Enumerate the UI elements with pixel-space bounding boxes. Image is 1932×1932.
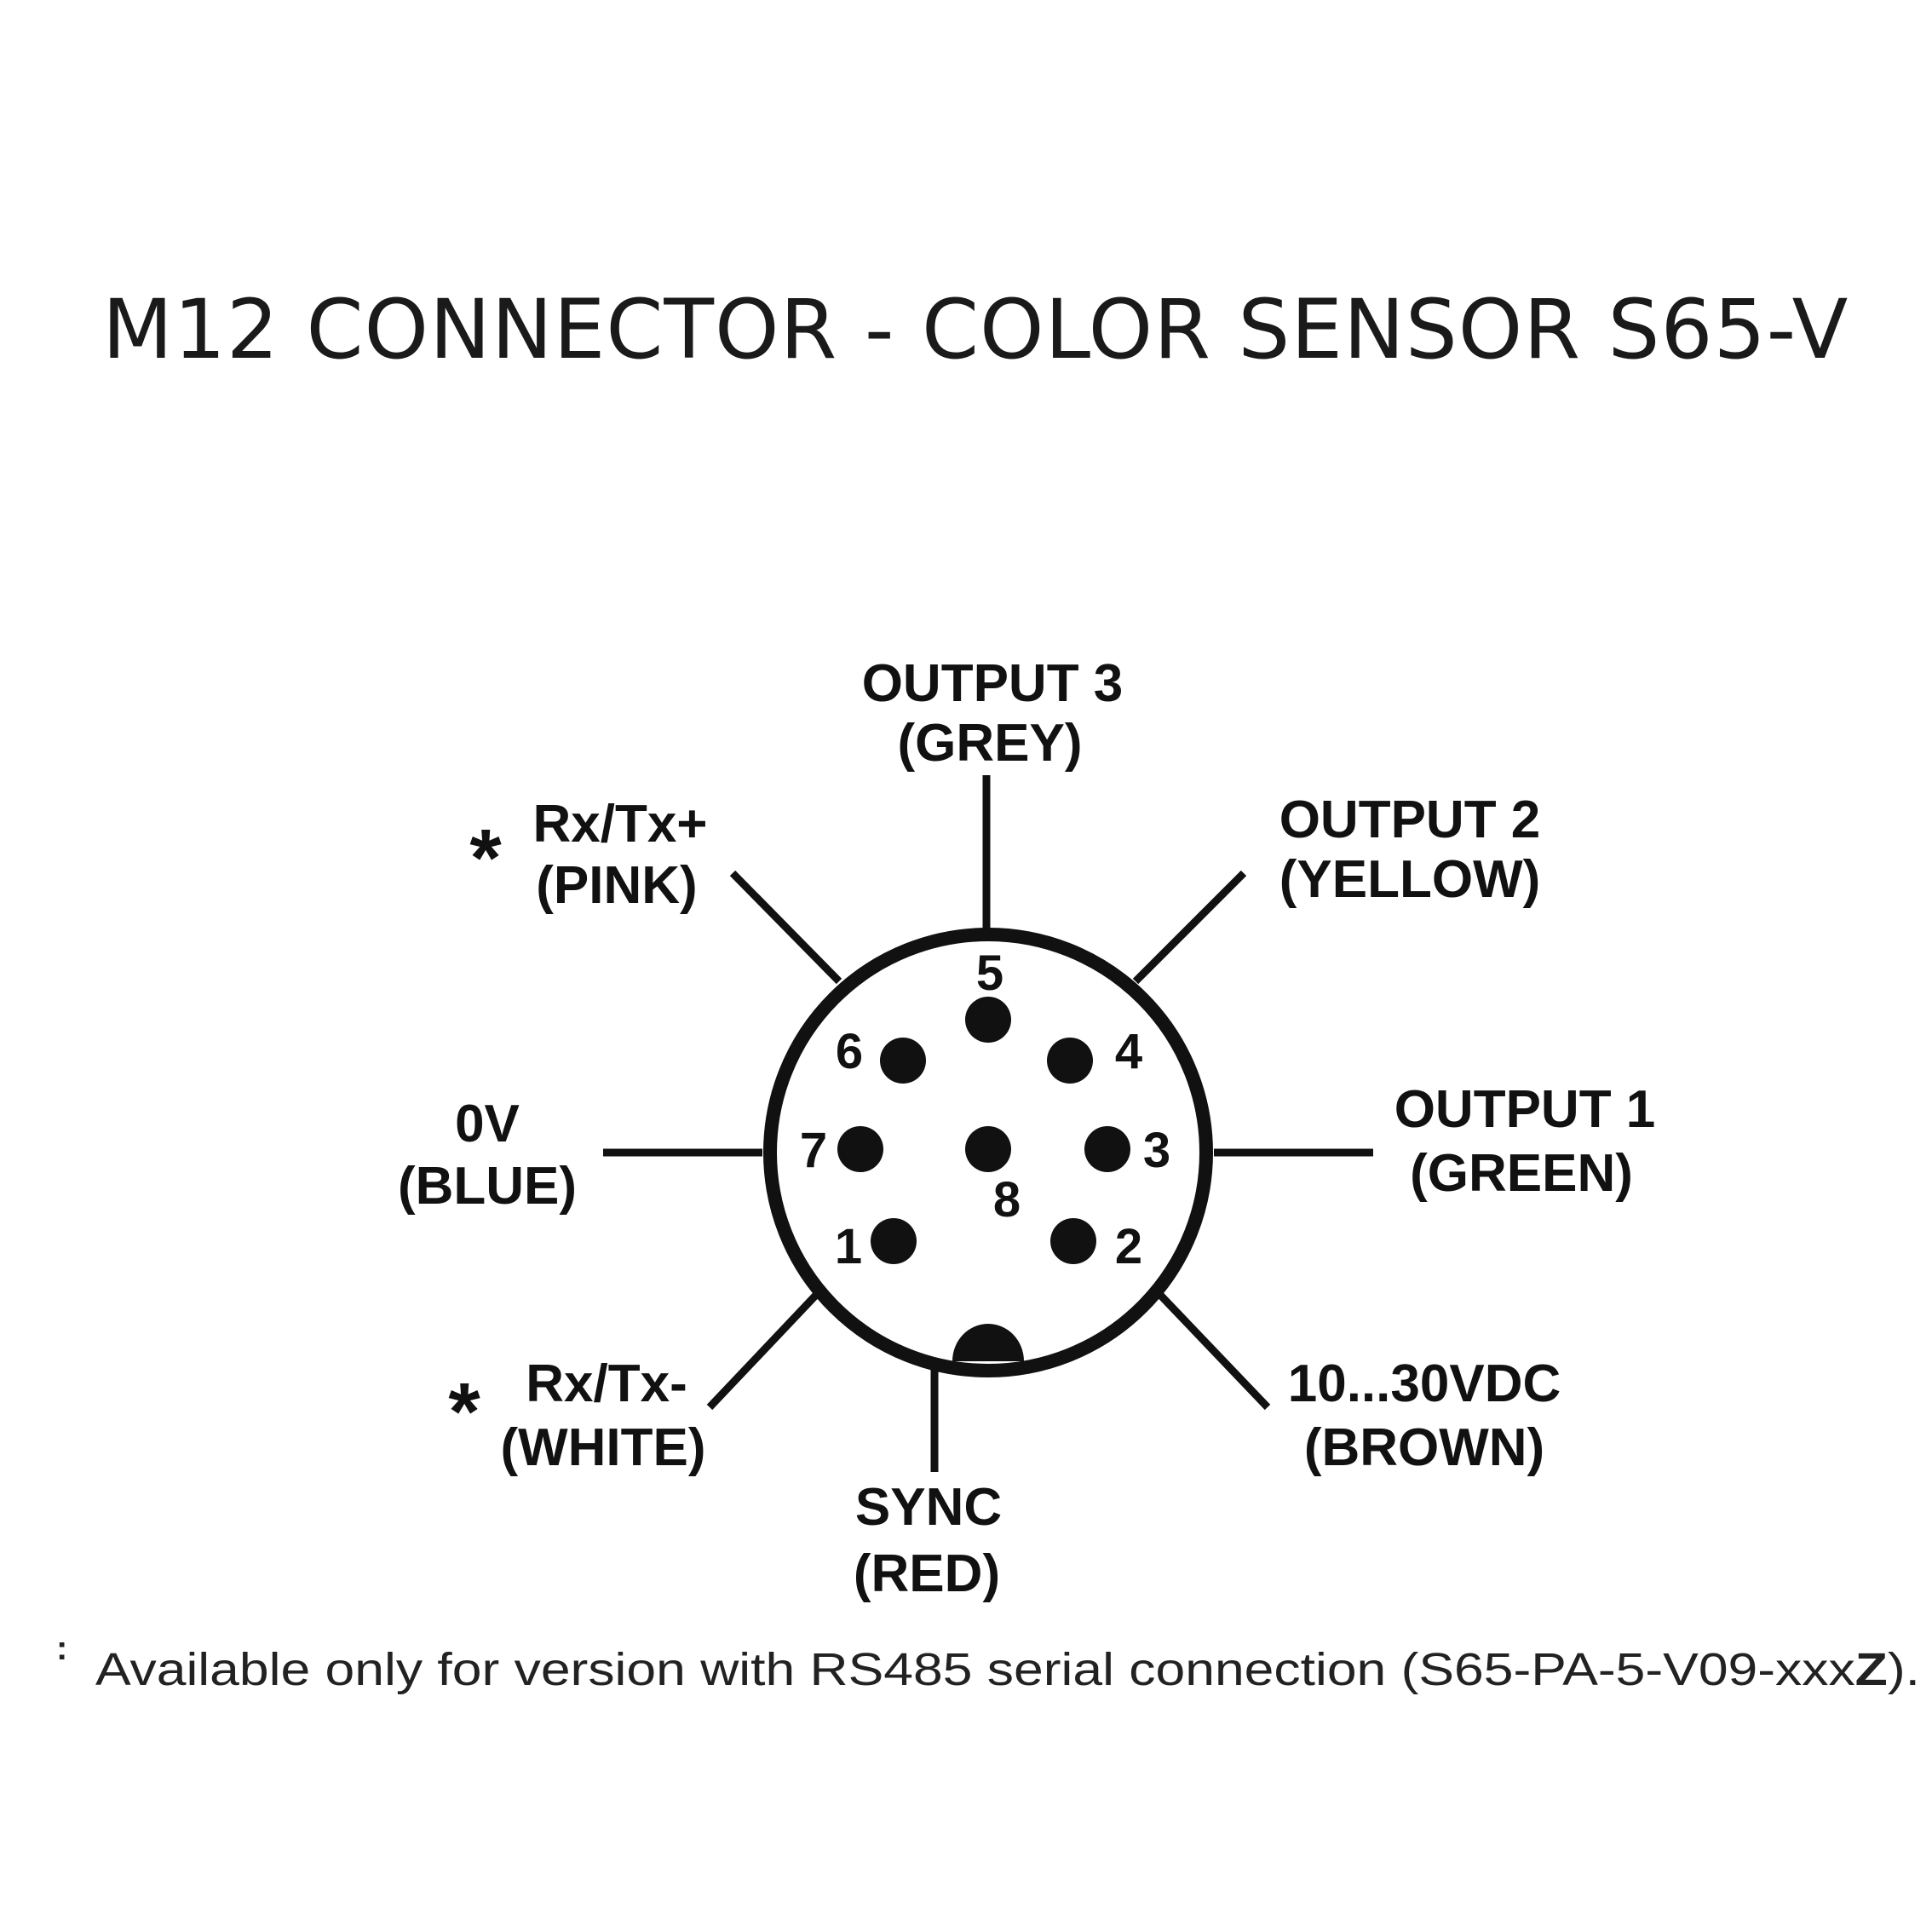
wire-rx-tx-plus: [729, 870, 842, 985]
pin-2-function: 10...30VDC: [1288, 1354, 1561, 1413]
footnote-text: Available only for version with RS485 se…: [95, 1644, 1920, 1695]
label-pin-4: OUTPUT 2 (YELLOW): [1279, 791, 1541, 909]
pin-5-function: OUTPUT 3: [862, 654, 1124, 713]
footnote-bold: Z: [1855, 1644, 1888, 1695]
pin-7-function: 0V: [455, 1095, 520, 1153]
pin-dot-7: [837, 1126, 883, 1172]
pin-number-2: 2: [1115, 1219, 1142, 1274]
pin-number-5: 5: [976, 946, 1003, 1001]
pin-number-4: 4: [1115, 1024, 1142, 1079]
footnote-body: Available only for version with RS485 se…: [95, 1644, 1855, 1695]
label-pin-7: 0V (BLUE): [398, 1095, 577, 1216]
footnote-end: ).: [1888, 1644, 1920, 1695]
label-pin-8: * Rx/Tx- (WHITE): [448, 1354, 705, 1477]
pin-dot-3: [1084, 1126, 1130, 1172]
pin-6-asterisk: *: [469, 813, 502, 904]
pin-dot-1: [871, 1218, 917, 1264]
pin-8-function: Rx/Tx-: [526, 1354, 687, 1413]
pin-1-function: SYNC: [855, 1478, 1002, 1537]
pin-4-color: (YELLOW): [1279, 850, 1541, 909]
pin-dot-4: [1047, 1038, 1093, 1084]
pin-1-color: (RED): [854, 1544, 1000, 1603]
wires: [603, 775, 1373, 1472]
pin-6-function: Rx/Tx+: [532, 795, 707, 854]
pin-7-color: (BLUE): [398, 1157, 577, 1216]
pin-dot-2: [1050, 1218, 1096, 1264]
label-pin-1: SYNC (RED): [854, 1478, 1002, 1603]
wire-10-30vdc: [1155, 1290, 1271, 1411]
label-pin-6: * Rx/Tx+ (PINK): [469, 795, 707, 915]
pin-8-asterisk: *: [448, 1366, 480, 1458]
pin-2-color: (BROWN): [1304, 1418, 1544, 1477]
pin-numbers: 5 6 4 7 3 8 1 2: [800, 946, 1170, 1274]
wire-labels: OUTPUT 3 (GREY) OUTPUT 2 (YELLOW) * Rx/T…: [398, 654, 1655, 1603]
pin-number-8: 8: [993, 1172, 1021, 1228]
wire-output-2: [1132, 870, 1247, 985]
pin-number-1: 1: [835, 1219, 862, 1274]
pin-number-7: 7: [800, 1123, 827, 1178]
pin-dot-6: [880, 1038, 926, 1084]
pin-dots: [837, 997, 1130, 1264]
pin-number-3: 3: [1143, 1123, 1170, 1178]
pin-3-color: (GREEN): [1410, 1144, 1633, 1203]
pin-5-color: (GREY): [898, 714, 1083, 773]
footnote: : Available only for version with RS485 …: [56, 1630, 1920, 1695]
label-pin-3: OUTPUT 1 (GREEN): [1394, 1080, 1656, 1203]
pin-8-color: (WHITE): [500, 1418, 705, 1477]
label-pin-2: 10...30VDC (BROWN): [1288, 1354, 1561, 1477]
keyway-notch: [952, 1324, 1024, 1361]
pin-dot-5: [965, 997, 1011, 1043]
pin-dot-8: [965, 1126, 1011, 1172]
wire-rx-tx-minus: [706, 1290, 821, 1411]
pin-3-function: OUTPUT 1: [1394, 1080, 1656, 1139]
pin-number-6: 6: [836, 1024, 863, 1079]
label-pin-5: OUTPUT 3 (GREY): [862, 654, 1124, 773]
footnote-mark: :: [56, 1630, 67, 1667]
pin-4-function: OUTPUT 2: [1279, 791, 1541, 849]
pin-6-color: (PINK): [536, 856, 697, 915]
page-title: M12 CONNECTOR - COLOR SENSOR S65-V: [102, 282, 1849, 377]
